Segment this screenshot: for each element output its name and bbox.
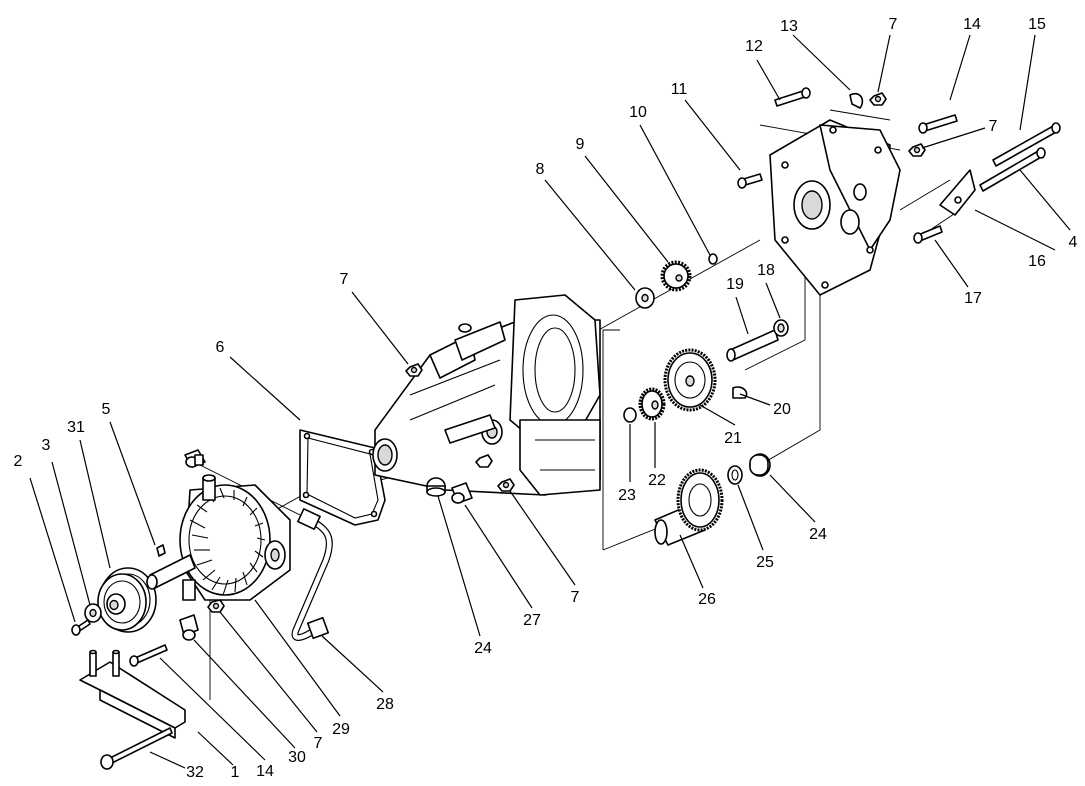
pinion-gear <box>638 387 666 421</box>
bolt-11 <box>737 173 763 189</box>
callout-labels: 2 3 31 5 6 7 8 9 10 11 12 13 7 14 7 15 4… <box>14 16 1078 781</box>
shaft-key <box>156 544 166 557</box>
callout-25: 25 <box>756 554 774 571</box>
housing-nut-top <box>405 363 423 377</box>
elbow-fitting-top <box>184 449 206 468</box>
pulley <box>97 567 157 633</box>
callout-24-left: 24 <box>474 640 492 657</box>
bushing-left <box>426 477 446 497</box>
hydraulic-tube <box>291 508 333 641</box>
callout-24-right: 24 <box>809 526 827 543</box>
callout-6: 6 <box>216 339 225 356</box>
callout-7-housing: 7 <box>340 271 349 288</box>
leader-lines <box>29 34 1071 769</box>
bearing-18 <box>773 319 789 337</box>
retaining-ring <box>708 253 718 265</box>
nut-top-right <box>869 92 887 106</box>
gasket <box>299 429 386 526</box>
callout-14-bottom: 14 <box>256 763 274 780</box>
callout-21: 21 <box>724 430 742 447</box>
pulley-bolt <box>71 619 91 636</box>
bolt-17 <box>913 225 943 244</box>
large-gear <box>663 348 717 412</box>
bolt-4 <box>979 147 1046 192</box>
callout-8: 8 <box>536 161 545 178</box>
nut-right <box>908 143 926 157</box>
callout-20: 20 <box>773 401 791 418</box>
bushing-right <box>749 453 771 477</box>
callout-26: 26 <box>698 591 716 608</box>
clip-13 <box>849 92 864 109</box>
stud-lower <box>129 644 168 667</box>
woodruff-key <box>732 386 748 399</box>
bolt-12 <box>774 87 811 107</box>
callout-31: 31 <box>67 419 85 436</box>
small-gear <box>660 260 692 292</box>
callout-30: 30 <box>288 749 306 766</box>
callout-22: 22 <box>648 472 666 489</box>
callout-15: 15 <box>1028 16 1046 33</box>
long-bolt <box>100 727 173 770</box>
callout-23: 23 <box>618 487 636 504</box>
callout-7-top: 7 <box>889 16 898 33</box>
thrust-washer <box>727 465 743 485</box>
mounting-bracket <box>79 649 186 739</box>
callout-32: 32 <box>186 764 204 781</box>
bolt-15 <box>992 122 1061 167</box>
gear-washer <box>635 287 655 309</box>
callout-11: 11 <box>671 81 688 98</box>
plug-fitting <box>451 482 473 504</box>
callout-13: 13 <box>780 18 798 35</box>
idler-shaft <box>726 329 779 362</box>
pump-body <box>146 474 291 601</box>
callout-9: 9 <box>576 136 585 153</box>
pulley-washer <box>84 603 102 623</box>
side-bracket <box>939 169 976 216</box>
callout-5: 5 <box>102 401 111 418</box>
callout-18: 18 <box>757 262 775 279</box>
callout-14-top: 14 <box>963 16 981 33</box>
callout-28: 28 <box>376 696 394 713</box>
callout-3: 3 <box>42 437 51 454</box>
bushing-23 <box>623 407 637 423</box>
elbow-fitting-bottom <box>179 614 199 641</box>
callout-4: 4 <box>1069 234 1078 251</box>
callout-10: 10 <box>629 104 647 121</box>
callout-2: 2 <box>14 453 23 470</box>
callout-16: 16 <box>1028 253 1046 270</box>
callout-7-lower: 7 <box>571 589 580 606</box>
callout-7-pump: 7 <box>314 735 323 752</box>
callout-7-right: 7 <box>989 118 998 135</box>
callout-17: 17 <box>964 290 982 307</box>
callout-12: 12 <box>745 38 763 55</box>
callout-19: 19 <box>726 276 744 293</box>
callout-27: 27 <box>523 612 541 629</box>
transaxle-housing <box>372 294 601 496</box>
housing-nut-bottom <box>475 454 515 492</box>
pump-nut <box>207 599 225 613</box>
cover-plate <box>769 119 901 296</box>
callout-1: 1 <box>231 764 240 781</box>
callout-29: 29 <box>332 721 350 738</box>
output-shaft-gear <box>654 468 724 546</box>
stud-upper <box>918 114 958 134</box>
